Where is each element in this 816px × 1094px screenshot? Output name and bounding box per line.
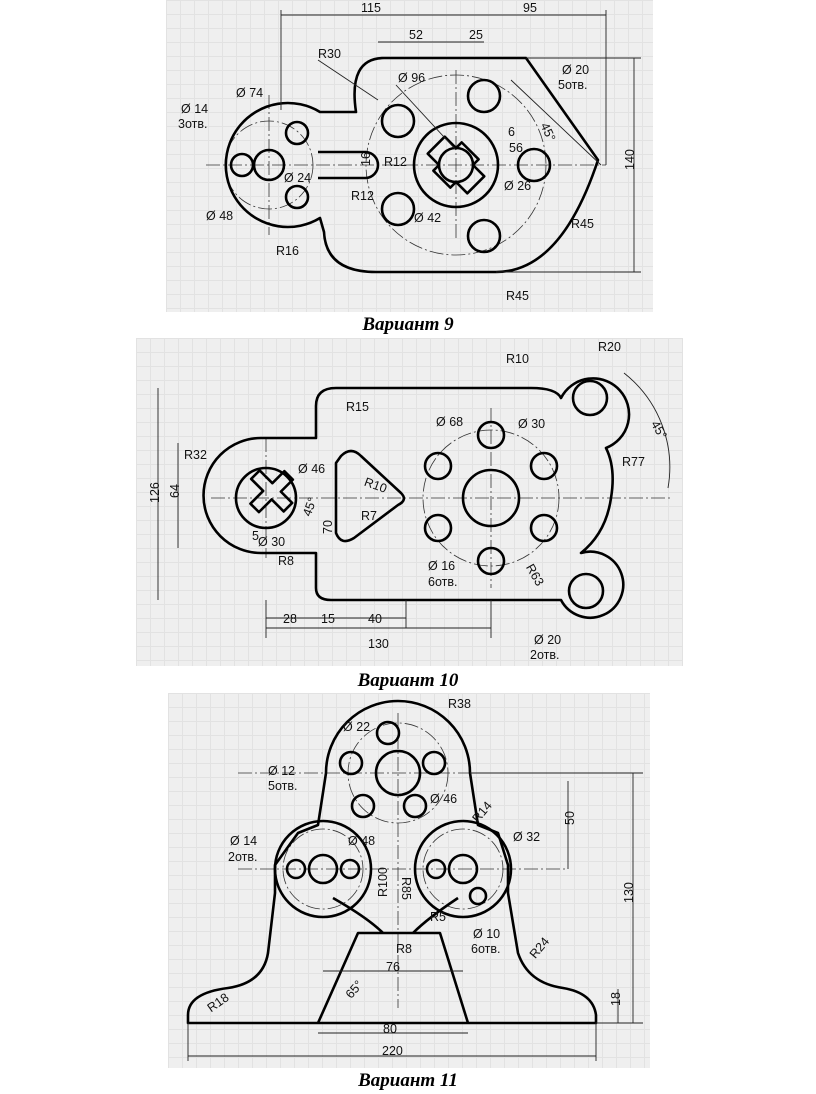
outer-contour xyxy=(224,56,600,274)
dim-d20-note: 2отв. xyxy=(530,648,559,662)
dim-115: 115 xyxy=(361,1,381,15)
dim-52: 52 xyxy=(409,28,423,42)
dim-r8: R8 xyxy=(278,554,294,568)
dim-130: 130 xyxy=(622,882,636,903)
dim-d48: Ø 48 xyxy=(348,834,375,848)
dim-64: 64 xyxy=(168,484,182,498)
drawing-variant-9: 115 95 52 25 R30 Ø 74 Ø 14 3отв. Ø 96 Ø … xyxy=(178,1,641,303)
dim-d32: Ø 32 xyxy=(513,830,540,844)
dim-40: 40 xyxy=(368,612,382,626)
dim-r16: R16 xyxy=(276,244,299,258)
dim-r85: R85 xyxy=(399,877,413,900)
drawing-variant-10: R10 R20 R15 45° Ø 68 Ø 30 R32 Ø 46 R77 R… xyxy=(148,340,671,662)
outer-contour xyxy=(186,699,598,1025)
dim-140: 140 xyxy=(623,149,637,170)
dim-angle-45b: 45° xyxy=(300,496,320,519)
dim-18: 18 xyxy=(609,992,623,1006)
dim-r12a: R12 xyxy=(384,155,407,169)
dim-95: 95 xyxy=(523,1,537,15)
dim-r30: R30 xyxy=(318,47,341,61)
dim-d22: Ø 22 xyxy=(343,720,370,734)
dim-d68: Ø 68 xyxy=(436,415,463,429)
dim-r45b: R45 xyxy=(506,289,529,303)
dim-d46: Ø 46 xyxy=(430,792,457,806)
dim-r45a: R45 xyxy=(571,217,594,231)
dim-6: 6 xyxy=(508,125,515,139)
dim-28: 28 xyxy=(283,612,297,626)
dim-d24: Ø 24 xyxy=(284,171,311,185)
dim-130: 130 xyxy=(368,637,389,651)
dim-d10-note: 6отв. xyxy=(471,942,500,956)
dim-d14-note: 3отв. xyxy=(178,117,207,131)
dim-50: 50 xyxy=(563,811,577,825)
dim-d10: Ø 10 xyxy=(473,927,500,941)
dim-d20: Ø 20 xyxy=(534,633,561,647)
dim-r10a: R10 xyxy=(506,352,529,366)
caption-variant-9: Вариант 9 xyxy=(362,314,454,335)
dim-r20: R20 xyxy=(598,340,621,354)
dim-d46: Ø 46 xyxy=(298,462,325,476)
dim-5: 5 xyxy=(252,529,259,543)
dim-d16: Ø 16 xyxy=(428,559,455,573)
dim-d16-note: 6отв. xyxy=(428,575,457,589)
dim-126: 126 xyxy=(148,482,162,503)
dim-d48: Ø 48 xyxy=(206,209,233,223)
caption-variant-10: Вариант 10 xyxy=(357,670,459,691)
dim-16: 16 xyxy=(359,152,373,166)
dim-d26: Ø 26 xyxy=(504,179,531,193)
dim-angle-65: 65° xyxy=(343,978,366,1001)
dim-r7: R7 xyxy=(361,509,377,523)
drawing-panel-variant-10: R10 R20 R15 45° Ø 68 Ø 30 R32 Ø 46 R77 R… xyxy=(136,338,683,666)
dim-76: 76 xyxy=(386,960,400,974)
dim-80: 80 xyxy=(383,1022,397,1036)
dim-d20: Ø 20 xyxy=(562,63,589,77)
dim-r18: R18 xyxy=(205,990,232,1015)
dim-angle-45: 45° xyxy=(538,121,559,144)
dim-15: 15 xyxy=(321,612,335,626)
drawing-panel-variant-11: R38 Ø 22 Ø 12 5отв. Ø 46 R14 50 Ø 14 2от… xyxy=(168,693,650,1068)
dim-d12: Ø 12 xyxy=(268,764,295,778)
dim-d30b: Ø 30 xyxy=(258,535,285,549)
dim-r38: R38 xyxy=(448,697,471,711)
dim-d20-note: 5отв. xyxy=(558,78,587,92)
dim-r15: R15 xyxy=(346,400,369,414)
drawing-variant-11: R38 Ø 22 Ø 12 5отв. Ø 46 R14 50 Ø 14 2от… xyxy=(186,697,643,1061)
dim-r32: R32 xyxy=(184,448,207,462)
dim-r5: R5 xyxy=(430,910,446,924)
drawing-panel-variant-9: 115 95 52 25 R30 Ø 74 Ø 14 3отв. Ø 96 Ø … xyxy=(166,0,653,312)
dim-r100: R100 xyxy=(376,867,390,897)
dim-r77: R77 xyxy=(622,455,645,469)
outer-contour xyxy=(202,377,631,619)
caption-variant-11: Вариант 11 xyxy=(358,1070,458,1091)
dim-d42: Ø 42 xyxy=(414,211,441,225)
dim-r63: R63 xyxy=(523,562,547,589)
dim-220: 220 xyxy=(382,1044,403,1058)
dim-r8: R8 xyxy=(396,942,412,956)
dim-56: 56 xyxy=(509,141,523,155)
dim-d14: Ø 14 xyxy=(230,834,257,848)
dim-70: 70 xyxy=(321,520,335,534)
dim-d14: Ø 14 xyxy=(181,102,208,116)
dim-d12-note: 5отв. xyxy=(268,779,297,793)
dim-25: 25 xyxy=(469,28,483,42)
dim-d96: Ø 96 xyxy=(398,71,425,85)
dim-r24: R24 xyxy=(527,935,552,962)
dim-r12b: R12 xyxy=(351,189,374,203)
dim-d30a: Ø 30 xyxy=(518,417,545,431)
dim-d14-note: 2отв. xyxy=(228,850,257,864)
dim-d74: Ø 74 xyxy=(236,86,263,100)
